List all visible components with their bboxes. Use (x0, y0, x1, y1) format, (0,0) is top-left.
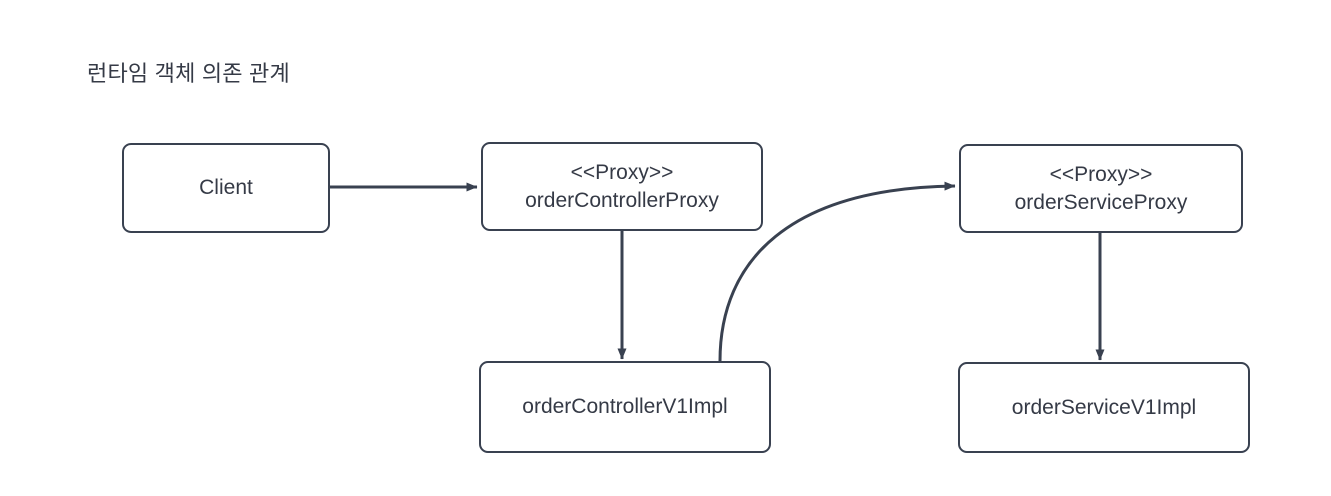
node-order-service-proxy[interactable]: <<Proxy>> orderServiceProxy (959, 144, 1243, 233)
node-client[interactable]: Client (122, 143, 330, 233)
node-order-service-v1-impl[interactable]: orderServiceV1Impl (958, 362, 1250, 453)
node-order-controller-v1-impl-label: orderControllerV1Impl (522, 395, 728, 418)
node-order-service-proxy-stereotype: <<Proxy>> (1049, 162, 1153, 186)
node-client-label: Client (199, 176, 253, 199)
node-order-service-proxy-label: orderServiceProxy (1014, 190, 1188, 214)
node-order-controller-proxy[interactable]: <<Proxy>> orderControllerProxy (481, 142, 763, 231)
node-order-controller-proxy-stereotype: <<Proxy>> (570, 160, 674, 184)
node-order-controller-v1-impl[interactable]: orderControllerV1Impl (479, 361, 771, 453)
edge-ctrl-impl-to-svc-proxy (718, 181, 956, 362)
node-order-controller-proxy-label: orderControllerProxy (525, 188, 719, 212)
page-title: 런타임 객체 의존 관계 (87, 61, 290, 86)
node-order-service-v1-impl-label: orderServiceV1Impl (1011, 395, 1197, 419)
